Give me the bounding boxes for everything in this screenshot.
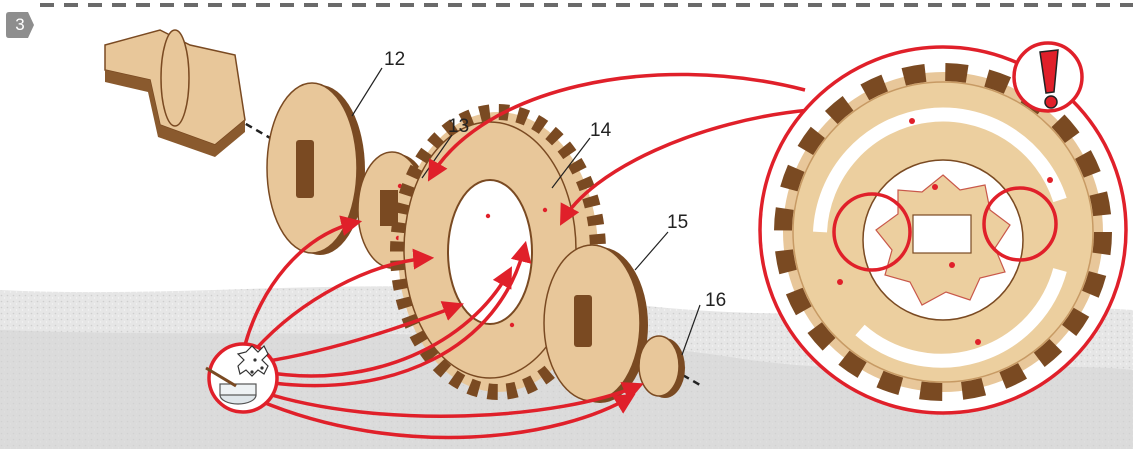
part-label-16: 16 — [705, 290, 726, 311]
shaft-piece — [105, 30, 245, 157]
part-12-disc — [267, 83, 365, 255]
part-label-12: 12 — [384, 49, 405, 70]
part-label-15: 15 — [667, 212, 688, 233]
glue-pot-icon — [206, 344, 277, 412]
part-15-disc — [544, 245, 648, 403]
warning-exclamation-icon — [1014, 43, 1082, 111]
part-label-13: 13 — [448, 116, 469, 137]
part-label-14: 14 — [590, 120, 612, 141]
step-badge: 3 — [6, 12, 34, 38]
step-number: 3 — [6, 12, 34, 38]
